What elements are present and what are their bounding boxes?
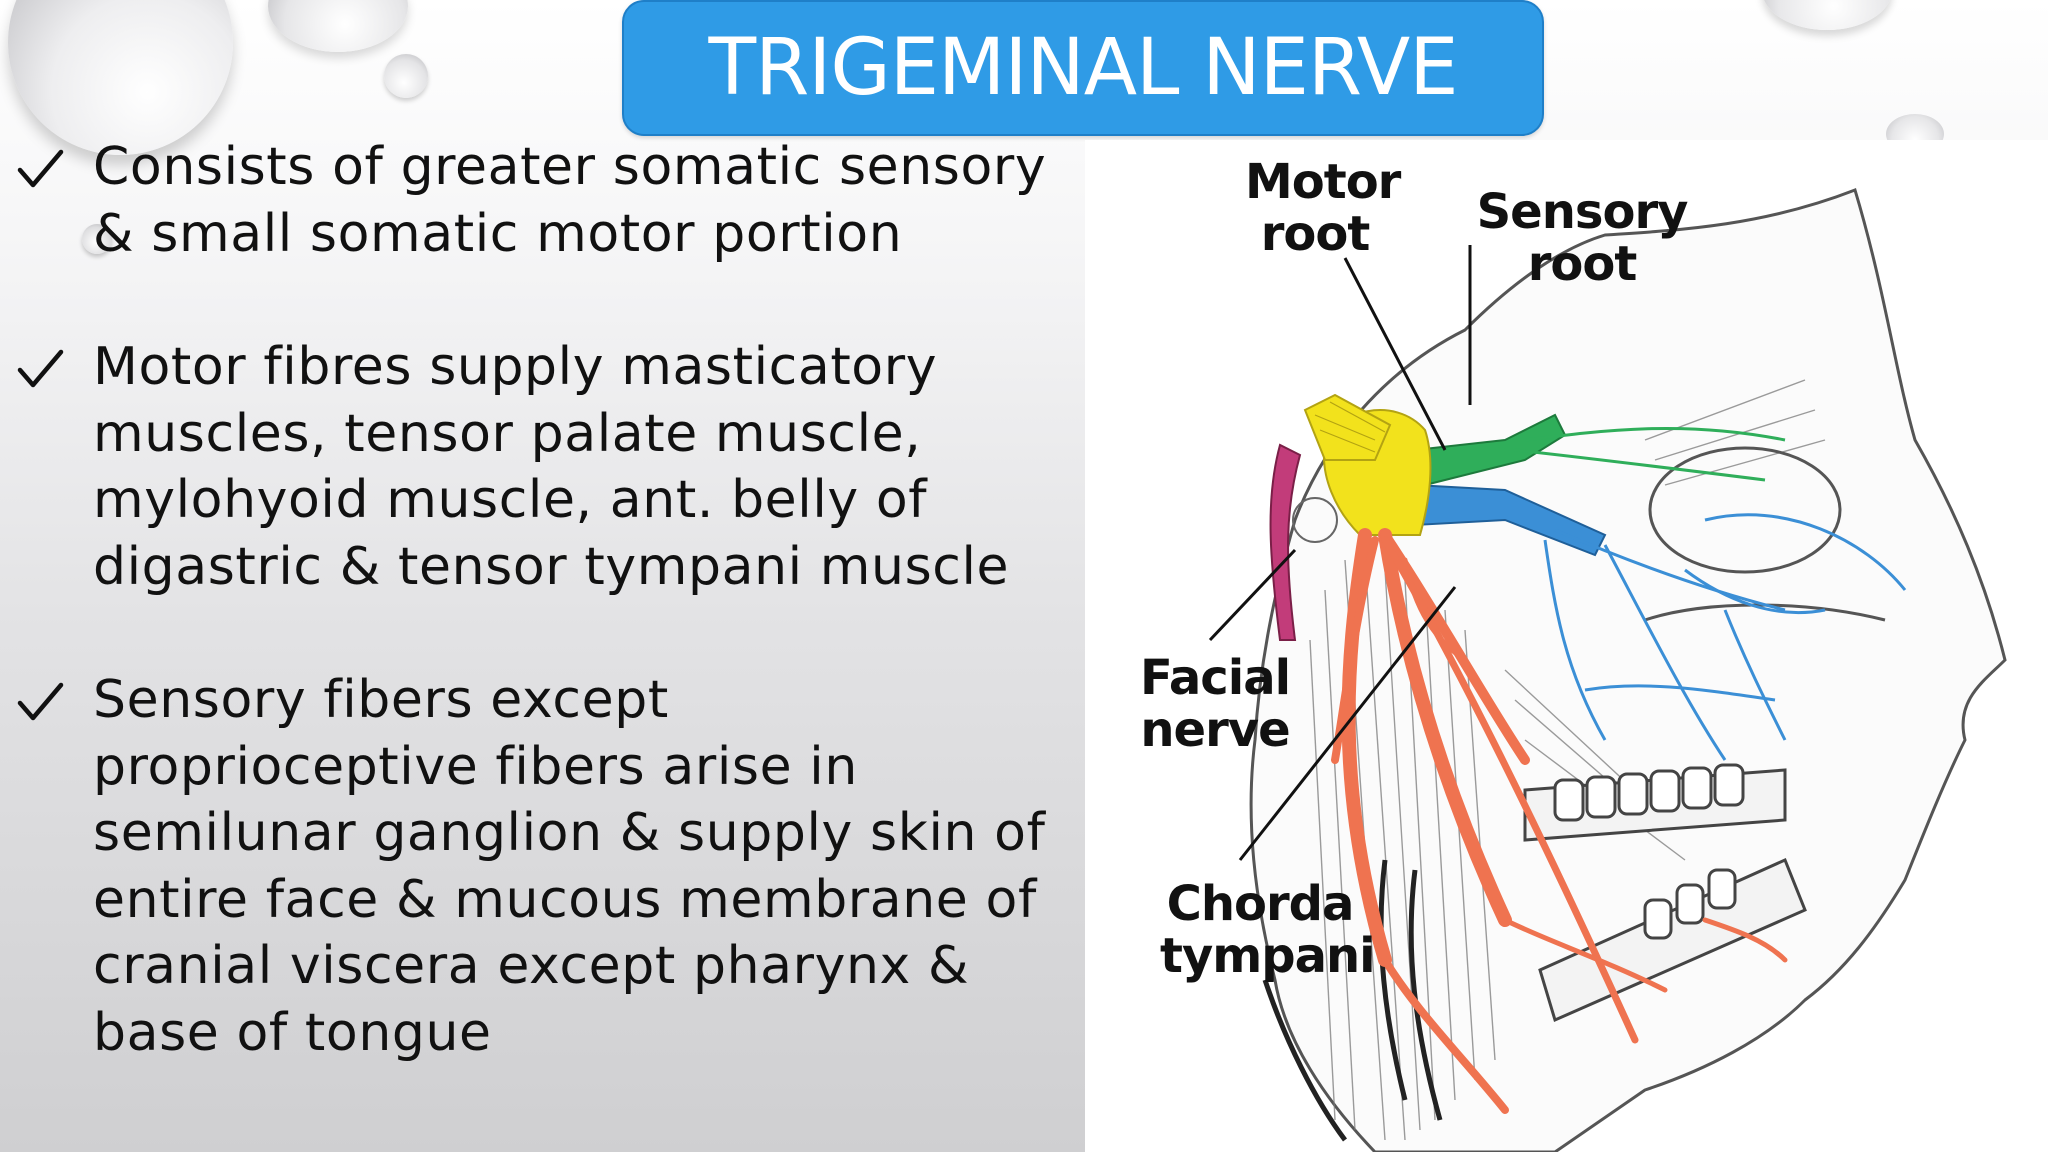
head-illustration [1208, 188, 2007, 1152]
checkmark-icon [17, 149, 64, 188]
bullet-list: Consists of greater somatic sensory & sm… [0, 137, 1085, 1152]
checkmark-icon [17, 349, 64, 388]
sensory-root-label: Sensory root [1476, 184, 1689, 292]
bullet-text: Consists of greater somatic sensory & sm… [93, 137, 1047, 264]
motor-root-label: Motor root [1245, 154, 1401, 262]
bullet-text: Motor fibres supply masticatory muscles,… [93, 337, 1010, 597]
slide-title: TRIGEMINAL NERVE [708, 23, 1458, 113]
trigeminal-nerve-figure: Motor root Sensory root Facial nerve Cho… [1085, 140, 2048, 1152]
bullet-text: Sensory fibers except proprioceptive fib… [93, 670, 1046, 1063]
water-drop-decoration [1762, 0, 1892, 30]
checkmark-icon [17, 682, 64, 721]
title-banner: TRIGEMINAL NERVE [622, 0, 1544, 136]
water-drop-decoration [82, 224, 112, 254]
facial-nerve-label: Facial nerve [1139, 650, 1291, 758]
chorda-tympani-label: Chorda tympani [1160, 876, 1376, 984]
water-drop-decoration [384, 54, 428, 98]
water-drop-decoration [8, 0, 233, 155]
water-drop-decoration [268, 0, 408, 52]
